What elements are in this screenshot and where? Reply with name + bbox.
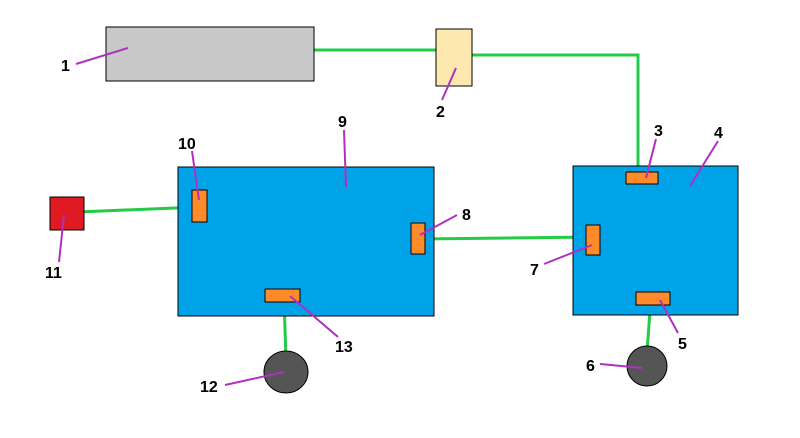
label-12: 12 [200, 379, 218, 396]
leader-8 [419, 214, 458, 236]
port-5 [635, 291, 671, 306]
label-5: 5 [678, 336, 687, 353]
leader-1 [75, 47, 129, 65]
wire-2-to-3 [472, 53, 640, 174]
block-1-gray [105, 26, 315, 82]
disc-6 [626, 345, 668, 387]
leader-7 [543, 244, 593, 265]
leader-4 [689, 140, 719, 187]
block-9-blue [177, 166, 435, 317]
port-8 [410, 222, 426, 255]
label-6: 6 [586, 358, 595, 375]
port-10 [191, 189, 208, 223]
wire-8-to-7 [417, 235, 594, 241]
leader-2 [441, 67, 457, 101]
port-7 [585, 224, 601, 256]
leader-3 [645, 138, 657, 179]
leader-9 [343, 129, 347, 188]
label-7: 7 [530, 262, 539, 279]
leader-13 [289, 295, 339, 338]
label-8: 8 [462, 207, 471, 224]
block-11-red [49, 196, 85, 231]
disc-12 [263, 350, 309, 394]
port-13 [264, 288, 301, 303]
leader-12 [224, 371, 285, 386]
leader-6 [599, 363, 643, 369]
label-4: 4 [714, 125, 723, 142]
label-13: 13 [335, 339, 353, 356]
label-2: 2 [436, 104, 445, 121]
leader-5 [659, 299, 679, 334]
label-1: 1 [61, 58, 70, 75]
port-3 [625, 171, 659, 185]
label-10: 10 [178, 136, 196, 153]
label-9: 9 [338, 114, 347, 131]
block-2-yellow [435, 28, 473, 87]
label-3: 3 [654, 123, 663, 140]
label-11: 11 [45, 265, 62, 282]
leader-11 [58, 214, 65, 263]
leader-10 [191, 150, 200, 201]
